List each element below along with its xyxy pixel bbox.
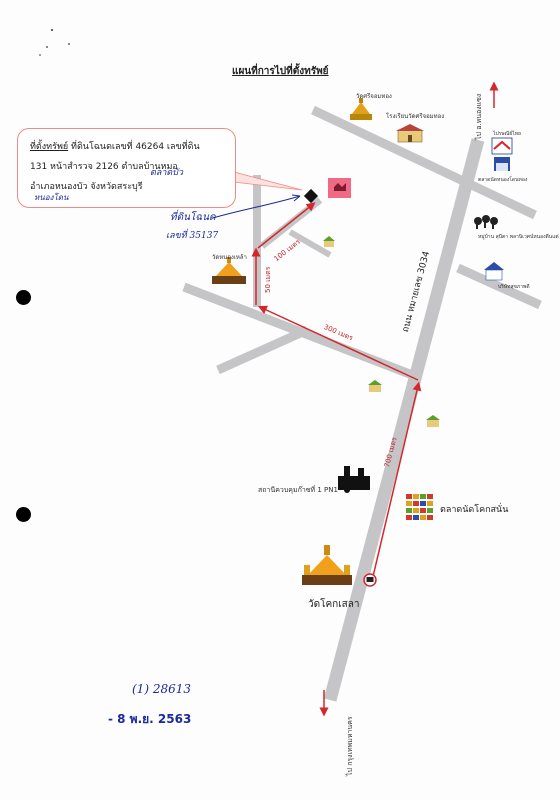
- route-100m: [257, 202, 316, 249]
- road-network: [182, 105, 542, 702]
- callout-line-2: 131 หน้าสำรวจ 2126 ตำบลบ้านหมอ: [30, 162, 178, 172]
- highway-3034: [323, 138, 485, 702]
- label-temple-top: วัดศรีจอมทอง: [356, 93, 392, 100]
- hand-arrow-head: [291, 194, 301, 202]
- label-fuel-station: สถานีควบคุมก๊าซที่ 1 PN1: [258, 486, 338, 494]
- binder-hole-1: [16, 290, 31, 305]
- fuel-station-icon: [338, 466, 370, 493]
- temple-bottom-icon: [302, 545, 352, 585]
- temple-top-icon: [350, 98, 372, 120]
- label-market: ตลาดนัดโคกสนั่น: [440, 505, 509, 515]
- label-school: โรงเรียนวัดศรีจอมทอง: [386, 113, 445, 120]
- route-300m: [257, 305, 419, 381]
- hand-correction-2: หนองโดน: [34, 193, 69, 202]
- label-to-north: ไป อ.หนองแซง: [475, 93, 483, 140]
- route-path: [251, 81, 499, 717]
- road-upper-diagonal: [311, 105, 537, 220]
- hand-correction-1: ตลาดบัว: [150, 168, 184, 178]
- callout-line-1: ที่ตั้งทรัพย์ ที่ดินโฉนดเลขที่ 46264 เลข…: [30, 139, 200, 153]
- property-marker: [303, 178, 351, 204]
- label-temple-left: วัดหนองเหล้า: [212, 254, 247, 261]
- school-icon: [396, 124, 424, 143]
- hand-ref-number: (1) 28613: [132, 682, 191, 696]
- right-house-icon: [484, 262, 504, 281]
- small-house-icon-1: [323, 236, 335, 247]
- post-office-icon: [491, 137, 513, 155]
- road-to-pin: [259, 197, 323, 249]
- map-title: แผนที่การไปที่ตั้งทรัพย์: [232, 66, 329, 77]
- market-icon: [406, 494, 433, 520]
- label-temple-bottom: วัดโคกเสลา: [308, 599, 360, 610]
- road-right-spur: [456, 263, 542, 310]
- hand-arrow: [212, 195, 301, 219]
- property-plot-icon: [303, 188, 319, 204]
- small-house-icon-2: [368, 380, 382, 392]
- small-house-icon-3: [426, 415, 440, 427]
- label-right-shop: ตลาดนัดหนองโดนทอง: [478, 177, 528, 183]
- label-village: หมู่บ้าน สุนีตา พลานิเวศน์หนองตีนแต่: [478, 234, 559, 240]
- road-short-right: [288, 229, 332, 258]
- road-left-lower: [216, 325, 309, 375]
- scan-specks: [39, 29, 70, 56]
- callout-heading: ที่ตั้งทรัพย์: [30, 142, 69, 152]
- callout-line1-text: ที่ดินโฉนดเลขที่ 46264 เลขที่ดิน: [68, 142, 200, 152]
- callout-pointer: [233, 171, 303, 191]
- binder-hole-2: [16, 507, 31, 522]
- hand-land-note-2: เลขที่ 35137: [166, 231, 219, 241]
- temple-left-icon: [212, 257, 246, 284]
- bus-stop-icon: [363, 573, 377, 587]
- label-50m: 50 เมตร: [264, 266, 272, 293]
- label-post-office: ไปรษณีย์ไทย: [493, 131, 521, 137]
- date-stamp: - 8 พ.ย. 2563: [108, 712, 192, 726]
- hand-land-note-1: ที่ดินโฉนด: [170, 212, 216, 223]
- property-callout: ที่ตั้งทรัพย์ ที่ดินโฉนดเลขที่ 46264 เลข…: [17, 128, 236, 208]
- callout-line-3: อำเภอหนองบัว จังหวัดสระบุรี: [30, 182, 143, 192]
- right-shop-icon: [494, 157, 510, 171]
- label-to-south: ไป กรุงเทพมหานคร: [346, 716, 354, 776]
- village-icon: [474, 215, 498, 229]
- route-700m: [370, 381, 422, 586]
- label-right-house: บริษัทสุขภาพดี: [498, 284, 530, 290]
